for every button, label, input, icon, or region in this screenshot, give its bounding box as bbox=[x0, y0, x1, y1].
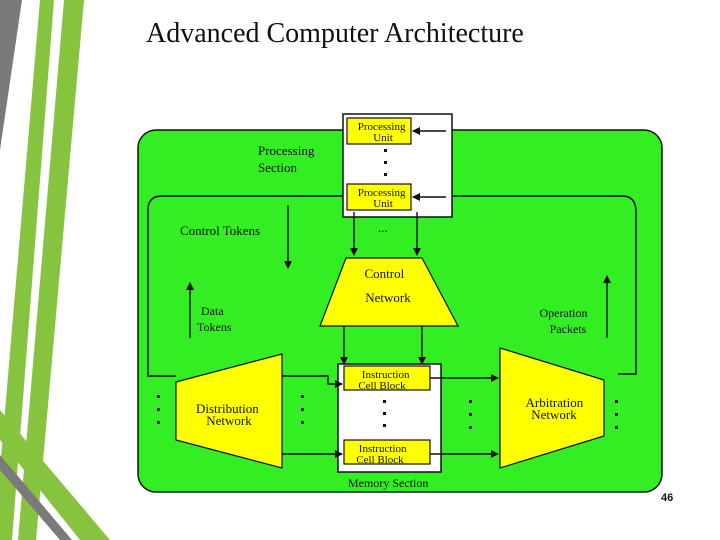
control-tokens-label: Control Tokens bbox=[180, 223, 260, 238]
distribution-network-label: Distribution Network bbox=[196, 401, 262, 428]
instruction-cell-block-bottom bbox=[343, 439, 431, 465]
processing-unit-top-label: Processing Unit bbox=[358, 121, 408, 144]
memory-section-label: Memory Section bbox=[348, 476, 428, 490]
processing-unit-bottom-label: Processing Unit bbox=[358, 187, 408, 210]
instruction-cell-block-bottom-label: Instruction Cell Block bbox=[356, 443, 409, 466]
control-network-input-arrows bbox=[350, 212, 421, 256]
instruction-cell-block-top bbox=[343, 365, 431, 391]
instruction-cell-block-ellipsis bbox=[383, 400, 386, 427]
ellipsis-label: ... bbox=[378, 220, 388, 235]
page-number: 46 bbox=[661, 492, 674, 504]
vertical-ellipsis-left bbox=[157, 395, 160, 424]
arbitration-network bbox=[499, 347, 605, 469]
processing-unit-bottom bbox=[346, 183, 412, 211]
data-tokens-label: Data Tokens bbox=[197, 304, 232, 334]
processing-section-label: Processing Section bbox=[258, 143, 318, 175]
control-network-output-arrows bbox=[340, 326, 426, 365]
processing-unit-ellipsis bbox=[384, 149, 387, 176]
arbitration-network-label: Arbitration Network bbox=[525, 395, 586, 422]
vertical-ellipsis-distribution bbox=[301, 395, 304, 424]
decorative-stripes bbox=[0, 0, 110, 540]
instruction-cell-block-top-label: Instruction Cell Block bbox=[358, 369, 412, 392]
slide-title: Advanced Computer Architecture bbox=[146, 18, 524, 49]
control-network bbox=[319, 257, 459, 327]
operation-packets-label: Operation Packets bbox=[540, 306, 591, 336]
unit-feed-arrows bbox=[412, 127, 446, 201]
processing-unit-top bbox=[346, 117, 412, 145]
vertical-ellipsis-right bbox=[615, 400, 618, 429]
vertical-ellipsis-arbitration bbox=[469, 400, 472, 429]
distribution-network bbox=[175, 353, 283, 469]
network-links bbox=[282, 374, 499, 458]
control-network-label: Control Network bbox=[365, 266, 412, 305]
